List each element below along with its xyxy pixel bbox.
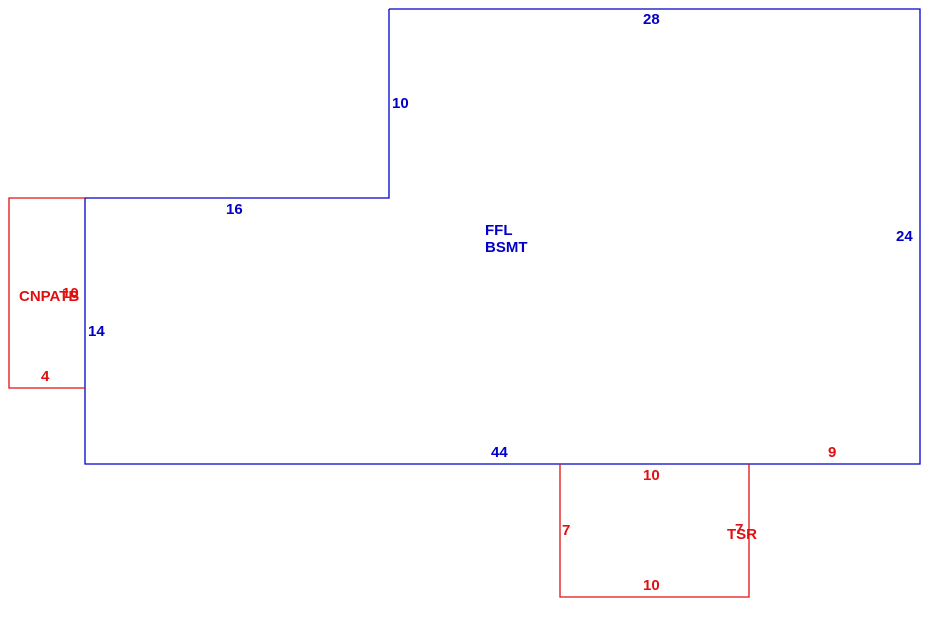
dim-main-bottom: 44 bbox=[491, 444, 508, 461]
tsr-outline bbox=[559, 464, 750, 598]
dim-main-top: 28 bbox=[643, 11, 660, 28]
carport-label: CNPATB bbox=[19, 288, 79, 305]
dim-main-right: 24 bbox=[896, 228, 913, 245]
dim-carport-bottom: 4 bbox=[41, 368, 50, 385]
dim-tsr-bottom: 10 bbox=[643, 577, 660, 594]
main-area-outline bbox=[84, 8, 921, 465]
carport-outline bbox=[8, 197, 85, 389]
main-area-name-line2: BSMT bbox=[485, 239, 528, 256]
dim-main-upper-left-step: 10 bbox=[392, 95, 409, 112]
dim-carport-side: 10 bbox=[62, 285, 79, 302]
dim-main-bottom-right: 9 bbox=[828, 444, 836, 461]
main-area-name-line1: FFL bbox=[485, 222, 513, 239]
dim-main-left-side: 14 bbox=[88, 323, 105, 340]
dim-tsr-right: 7 bbox=[735, 521, 743, 538]
dim-main-left-top: 16 bbox=[226, 201, 243, 218]
tsr-label: TSR bbox=[727, 526, 757, 543]
dim-tsr-left: 7 bbox=[562, 522, 570, 539]
dim-tsr-top: 10 bbox=[643, 467, 660, 484]
